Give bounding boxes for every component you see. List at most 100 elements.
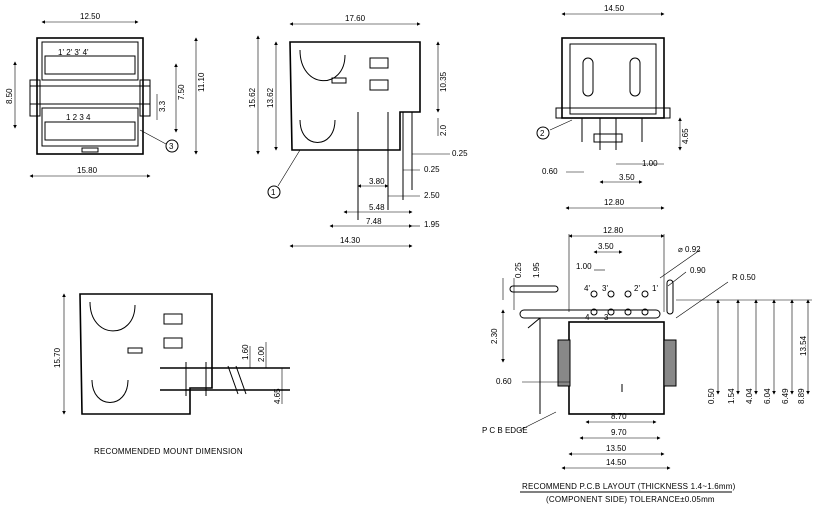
callout-leader-1 bbox=[277, 149, 301, 187]
dim-025a: 0.25 bbox=[452, 149, 468, 158]
hole-4p bbox=[590, 290, 598, 298]
dim-025b: 0.25 bbox=[424, 165, 440, 174]
bottom-tab bbox=[81, 147, 99, 153]
side-spring-lower bbox=[299, 119, 336, 143]
dim-inner: 7.50 bbox=[177, 84, 186, 100]
pcb-hatch-right bbox=[663, 339, 677, 387]
side-window-1 bbox=[369, 57, 389, 69]
dim-pcb-100: 1.00 bbox=[576, 262, 592, 271]
callout-circle-2 bbox=[536, 126, 550, 140]
upper-tongue bbox=[44, 55, 136, 75]
pin-label-1p: 1' bbox=[652, 284, 658, 293]
mount-hatch-2 bbox=[235, 365, 247, 395]
pin-label-4p: 4' bbox=[584, 284, 590, 293]
rear-slot-right bbox=[629, 57, 641, 97]
callout-3: 3 bbox=[169, 142, 174, 151]
dim-height-right: 11.10 bbox=[197, 72, 206, 92]
dim-h1: 15.62 bbox=[248, 87, 257, 108]
dim-748: 7.48 bbox=[366, 217, 382, 226]
dim-pcb-dia: ⌀ 0.92 bbox=[678, 245, 701, 254]
dim-pcb-404: 4.04 bbox=[745, 388, 754, 404]
dim-pcb-1350: 13.50 bbox=[606, 444, 627, 453]
dim-1430: 14.30 bbox=[340, 236, 361, 245]
dim-pcb-604: 6.04 bbox=[763, 388, 772, 404]
dim-pcb-970: 9.70 bbox=[611, 428, 627, 437]
dim-250: 2.50 bbox=[424, 191, 440, 200]
dim-small: 3.3 bbox=[158, 100, 167, 112]
side-slot bbox=[331, 77, 347, 84]
dim-pcb-1354: 13.54 bbox=[799, 335, 808, 356]
dim-mount-465: 4.65 bbox=[273, 388, 282, 404]
hole-4 bbox=[590, 308, 598, 316]
dim-rear-350: 3.50 bbox=[619, 173, 635, 182]
dim-pcb-230: 2.30 bbox=[490, 328, 499, 344]
hole-2p bbox=[624, 290, 632, 298]
dim-h2: 13.62 bbox=[266, 87, 275, 108]
dim-rear-top: 14.50 bbox=[604, 4, 625, 13]
pin-label-2p: 2' bbox=[634, 284, 640, 293]
pin-labels-top: 1' 2' 3' 4' bbox=[58, 48, 89, 57]
rear-slot-left bbox=[582, 57, 594, 97]
side-view: 17.60 15.62 13.62 10.35 2.0 0.25 0.25 3.… bbox=[248, 14, 468, 248]
dim-pcb-649: 6.49 bbox=[781, 388, 790, 404]
rear-spacer bbox=[593, 133, 623, 143]
callout-circle-1 bbox=[267, 185, 281, 199]
callout-leader-2 bbox=[549, 119, 573, 131]
mount-window-1 bbox=[163, 313, 183, 325]
dim-pcb-870: 8.70 bbox=[611, 412, 627, 421]
pcb-caption-line1: RECOMMEND P.C.B LAYOUT (THICKNESS 1.4~1.… bbox=[522, 482, 736, 491]
pcb-body-outline bbox=[568, 321, 665, 415]
hole-3p bbox=[607, 290, 615, 298]
lower-port-outline bbox=[41, 107, 139, 147]
dim-195: 1.95 bbox=[424, 220, 440, 229]
side-window-2 bbox=[369, 79, 389, 91]
pcb-layout-view: 12.80 3.50 1.00 0.25 1.95 ⌀ 0.92 0.90 R … bbox=[482, 226, 812, 504]
slot-left-top bbox=[509, 285, 559, 293]
left-flange bbox=[29, 79, 41, 117]
dim-380: 3.80 bbox=[369, 177, 385, 186]
hole-3 bbox=[607, 308, 615, 316]
dim-pcb-889: 8.89 bbox=[797, 388, 806, 404]
dim-length: 17.60 bbox=[345, 14, 366, 23]
callout-circle-3 bbox=[165, 139, 179, 153]
mount-spring-lower bbox=[91, 379, 129, 403]
hole-1 bbox=[641, 308, 649, 316]
dim-rear-h: 4.65 bbox=[681, 128, 690, 144]
dim-pcb-r050: R 0.50 bbox=[732, 273, 756, 282]
leader-dia bbox=[659, 249, 701, 279]
dim-pcb-1450: 14.50 bbox=[606, 458, 627, 467]
dim-bottom-width: 15.80 bbox=[77, 166, 98, 175]
slot-right bbox=[666, 279, 674, 315]
dim-548: 5.48 bbox=[369, 203, 385, 212]
dim-h4: 2.0 bbox=[439, 124, 448, 136]
pcb-caption-line2: (COMPONENT SIDE) TOLERANCE±0.05mm bbox=[546, 495, 715, 504]
dim-rear-100: 1.00 bbox=[642, 159, 658, 168]
dim-mount-h: 15.70 bbox=[53, 347, 62, 368]
lower-tongue bbox=[44, 121, 136, 141]
right-flange bbox=[139, 79, 151, 117]
mount-caption: RECOMMENDED MOUNT DIMENSION bbox=[94, 447, 243, 456]
mount-slot bbox=[127, 347, 143, 354]
rear-inner-outline bbox=[569, 43, 657, 115]
callout-1: 1 bbox=[271, 188, 276, 197]
mount-hatch-1 bbox=[227, 365, 239, 395]
rear-base bbox=[555, 107, 671, 119]
mount-view: 15.70 1.60 2.00 4.65 RECOMMENDED MOUNT D… bbox=[53, 293, 290, 456]
front-view: 12.50 15.80 11.10 7.50 3.3 8.50 1' 2' 3'… bbox=[5, 12, 206, 178]
dim-height-left: 8.50 bbox=[5, 88, 14, 104]
pin-label-3p: 3' bbox=[602, 284, 608, 293]
side-spring-upper bbox=[299, 49, 346, 82]
front-housing-outline bbox=[36, 37, 144, 155]
mount-body-outline bbox=[79, 293, 213, 415]
pcb-edge-label: P C B EDGE bbox=[482, 426, 528, 435]
side-body-outline bbox=[289, 41, 421, 151]
slot-bottom bbox=[519, 309, 661, 319]
pcb-edge-tick bbox=[527, 317, 541, 329]
dim-pcb-090: 0.90 bbox=[690, 266, 706, 275]
rear-body-outline bbox=[561, 37, 665, 119]
dim-h3: 10.35 bbox=[439, 71, 448, 92]
dim-pcb-top: 12.80 bbox=[603, 226, 624, 235]
hole-2 bbox=[624, 308, 632, 316]
